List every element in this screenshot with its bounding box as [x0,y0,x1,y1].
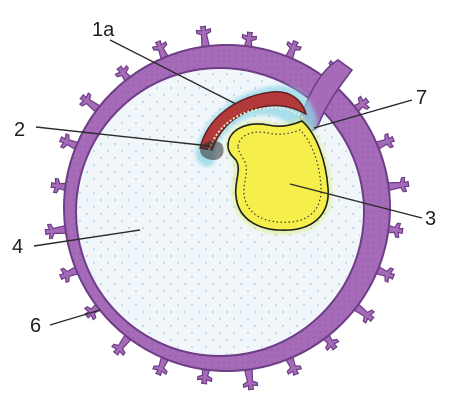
label-4: 4 [12,236,23,258]
label-3: 3 [425,208,436,230]
label-2: 2 [14,119,25,141]
label-6: 6 [30,315,41,337]
label-7: 7 [416,87,427,109]
label-1a: 1a [92,19,115,41]
yolk-sac [228,121,328,230]
